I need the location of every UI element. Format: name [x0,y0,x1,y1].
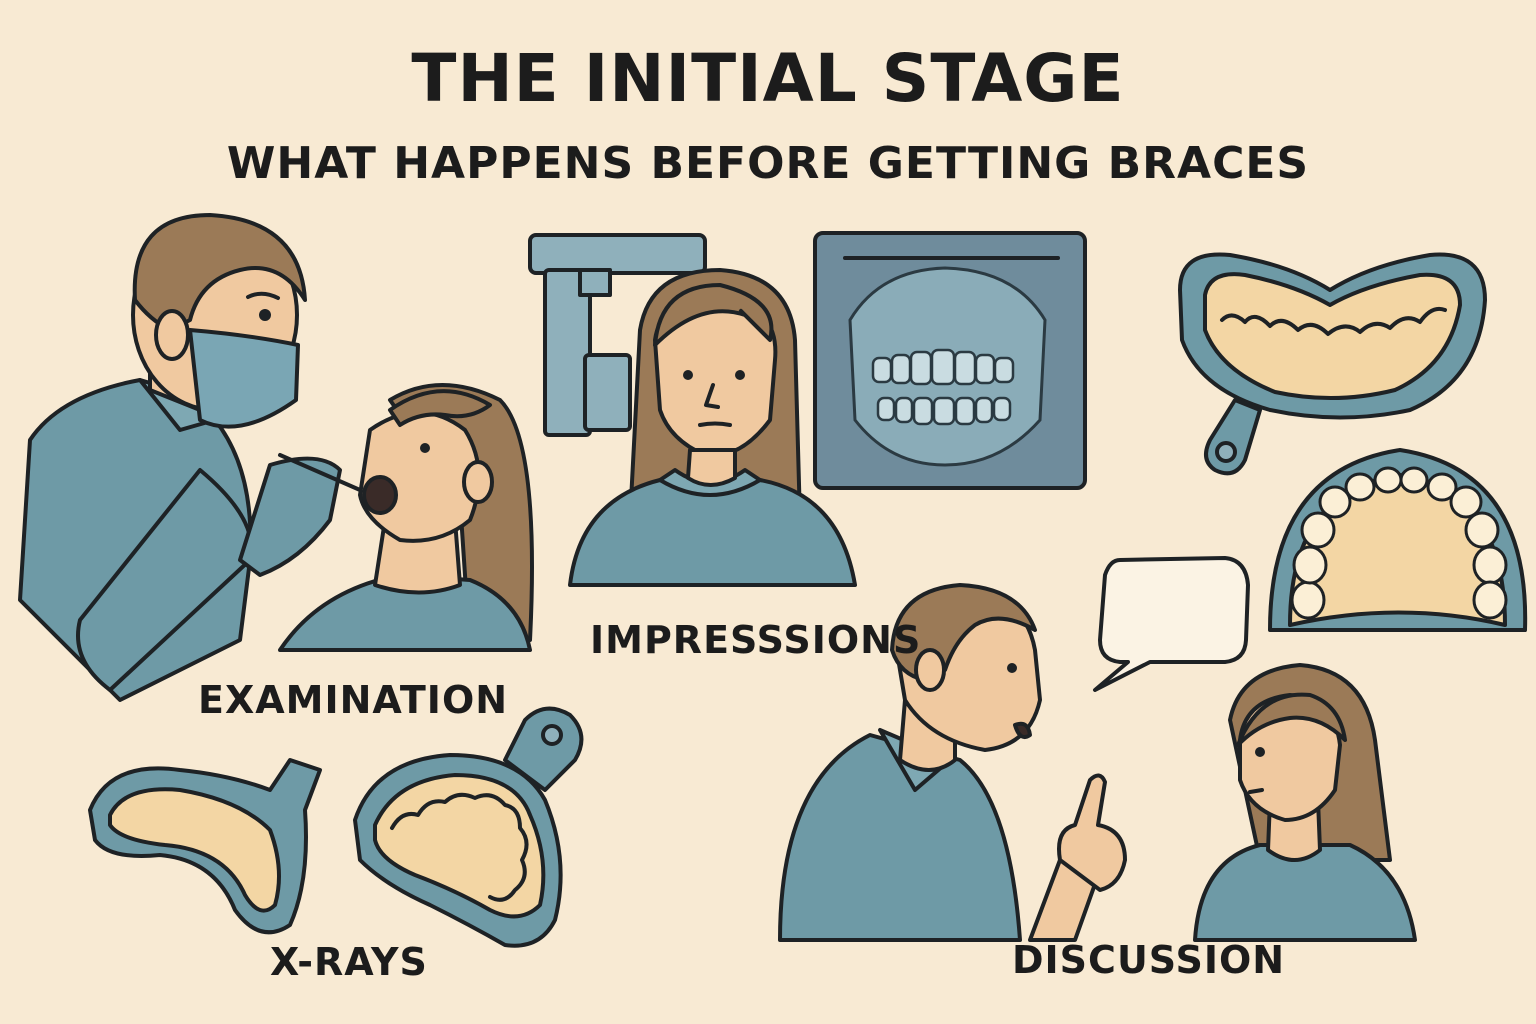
tray-top-teeth-marks [1220,306,1447,336]
girl-mouth [1248,788,1264,794]
girl-shirt [1193,843,1417,942]
dentist-glove [238,456,342,577]
impressions-scene [528,233,857,587]
man-eye [1007,663,1017,673]
xrays-tray-right-handle [503,706,584,792]
xrays-tray-left-material [108,787,281,913]
dentist-mask [188,328,300,429]
patient-mouth-open [362,475,398,515]
machine-head [583,353,632,432]
xrays-tray-right-material [373,773,546,919]
machine-top-bar [528,233,707,275]
impression-person-nose [704,383,720,409]
xrays-label: X-RAYS [270,940,428,984]
dentist-brow [246,291,280,300]
xrays-tray-right-hole [541,724,563,746]
man-ear [914,648,946,692]
xrays-trays [88,706,584,948]
tray-top-material [1203,272,1462,400]
page-title: THE INITIAL STAGE [411,40,1125,117]
man-hand [1057,773,1127,892]
man-mouth [1013,721,1032,739]
examination-label: EXAMINATION [198,678,509,722]
xray-panel [813,231,1087,490]
arch-teeth [1290,466,1508,620]
impression-person-eye-right [735,370,745,380]
impression-person-neck [686,448,737,487]
machine-vertical [543,268,592,437]
discussion-label: DISCUSSION [1012,938,1286,982]
impression-person-mouth [698,421,732,427]
girl-fringe [1236,692,1347,747]
speech-bubble [1093,556,1250,692]
xrays-tray-right-teeth-marks [390,792,529,902]
impression-person-fringe [653,283,774,347]
examination-scene [18,213,534,702]
tray-top-hole [1215,441,1237,463]
machine-connector [578,268,612,297]
xray-upper-teeth [871,348,1015,386]
patient-hair-back [388,383,534,652]
impression-person-eye-left [683,370,693,380]
dentist-arm [76,468,254,692]
dentist-eye [259,309,271,321]
dental-mirror [278,453,362,492]
dentist-ear [154,309,190,361]
tray-top-handle [1204,398,1262,476]
xray-lower-teeth [876,396,1012,426]
impressions-label: IMPRESSSIONS [590,618,922,662]
patient-eye [420,443,430,453]
impression-upper-arch [1268,448,1528,632]
impression-tray-top [1178,252,1487,476]
patient-ear [462,460,494,504]
discussion-scene [778,556,1417,942]
page-subtitle: WHAT HAPPENS BEFORE GETTING BRACES [226,138,1310,189]
girl-eye [1255,747,1265,757]
patient-hair-front [388,389,492,427]
